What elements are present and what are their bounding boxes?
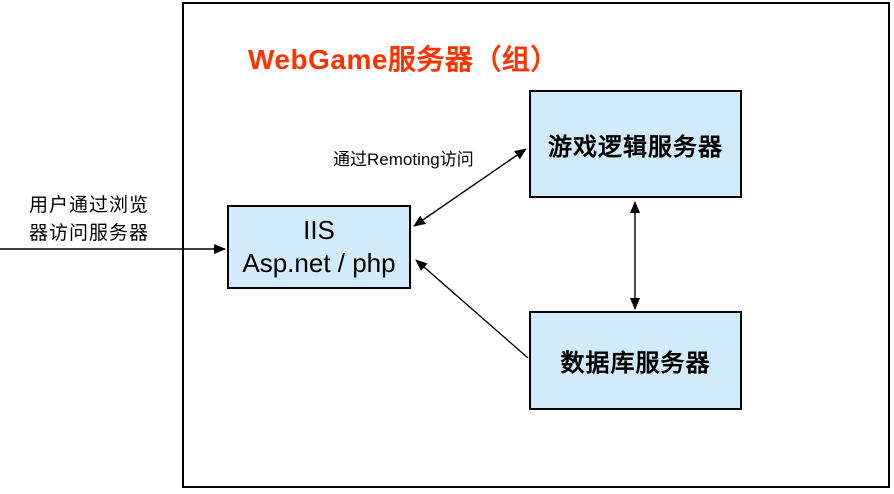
node-iis-label-line2: Asp.net / php	[242, 248, 396, 278]
remoting-edge-label: 通过Remoting访问	[333, 150, 474, 169]
node-iis-label-line1: IIS	[303, 215, 335, 245]
node-game-logic-server-label: 游戏逻辑服务器	[548, 131, 723, 161]
node-database-server: 数据库服务器	[529, 311, 742, 410]
node-database-server-label: 数据库服务器	[560, 348, 711, 377]
user-access-label-line1: 用户通过浏览	[28, 194, 149, 216]
diagram-title: WebGame服务器（组）	[248, 44, 559, 75]
user-access-label-line2: 器访问服务器	[28, 222, 149, 244]
node-iis: IIS Asp.net / php	[227, 205, 411, 289]
node-game-logic-server: 游戏逻辑服务器	[529, 90, 742, 198]
user-access-label: 用户通过浏览 器访问服务器	[22, 191, 156, 247]
